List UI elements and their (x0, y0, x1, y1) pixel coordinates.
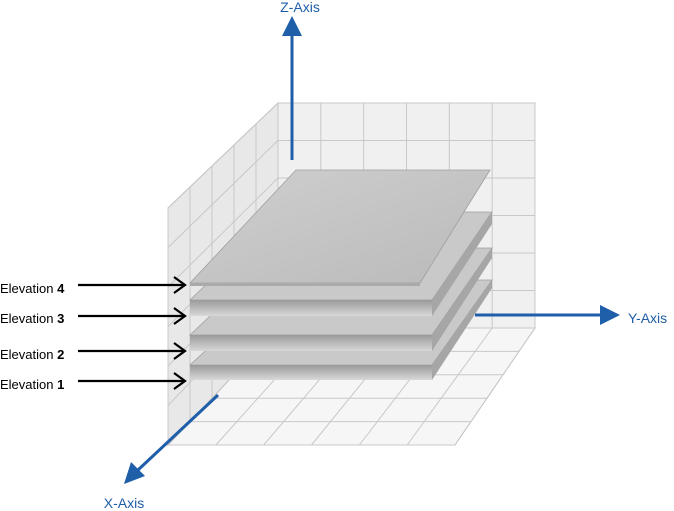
y-axis: Y-Axis (475, 305, 667, 326)
elevation-label-4: Elevation 4 (0, 276, 187, 296)
grid-line (167, 177, 279, 288)
x-axis-arrowhead (124, 462, 145, 484)
z-axis: Z-Axis (280, 0, 320, 160)
x-axis-label: X-Axis (104, 495, 144, 511)
svg-text:Elevation 4: Elevation 4 (0, 281, 65, 296)
grid-line (454, 327, 536, 446)
x-axis-line (136, 393, 220, 472)
grid-line (406, 327, 493, 446)
y-axis-arrowhead (600, 305, 620, 325)
svg-text:Elevation 2: Elevation 2 (0, 347, 64, 362)
y-axis-label: Y-Axis (628, 310, 667, 326)
z-axis-label: Z-Axis (280, 0, 320, 15)
grid-line (167, 102, 279, 209)
z-axis-arrowhead (282, 16, 302, 36)
elevation-plane-4 (189, 169, 491, 286)
elevation-label-number: 2 (57, 347, 64, 362)
grid-line (167, 140, 279, 248)
elevation-label-number: 1 (57, 377, 64, 392)
elevation-label-text: Elevation (0, 281, 57, 296)
elevation-label-1: Elevation 1 (0, 372, 187, 392)
elevation-label-number: 4 (57, 281, 65, 296)
elevation-label-2: Elevation 2 (0, 342, 187, 362)
elevation-label-text: Elevation (0, 311, 57, 326)
elevation-planes (188, 169, 493, 380)
svg-text:Elevation 1: Elevation 1 (0, 377, 64, 392)
elevation-labels: Elevation 4 Elevation 3 Elevation 2 Elev… (0, 276, 187, 392)
svg-text:Elevation 3: Elevation 3 (0, 311, 64, 326)
elevation-label-text: Elevation (0, 377, 57, 392)
elevation-label-text: Elevation (0, 347, 57, 362)
elevation-label-3: Elevation 3 (0, 307, 187, 326)
elevation-label-number: 3 (57, 311, 64, 326)
x-axis: X-Axis (104, 393, 220, 511)
